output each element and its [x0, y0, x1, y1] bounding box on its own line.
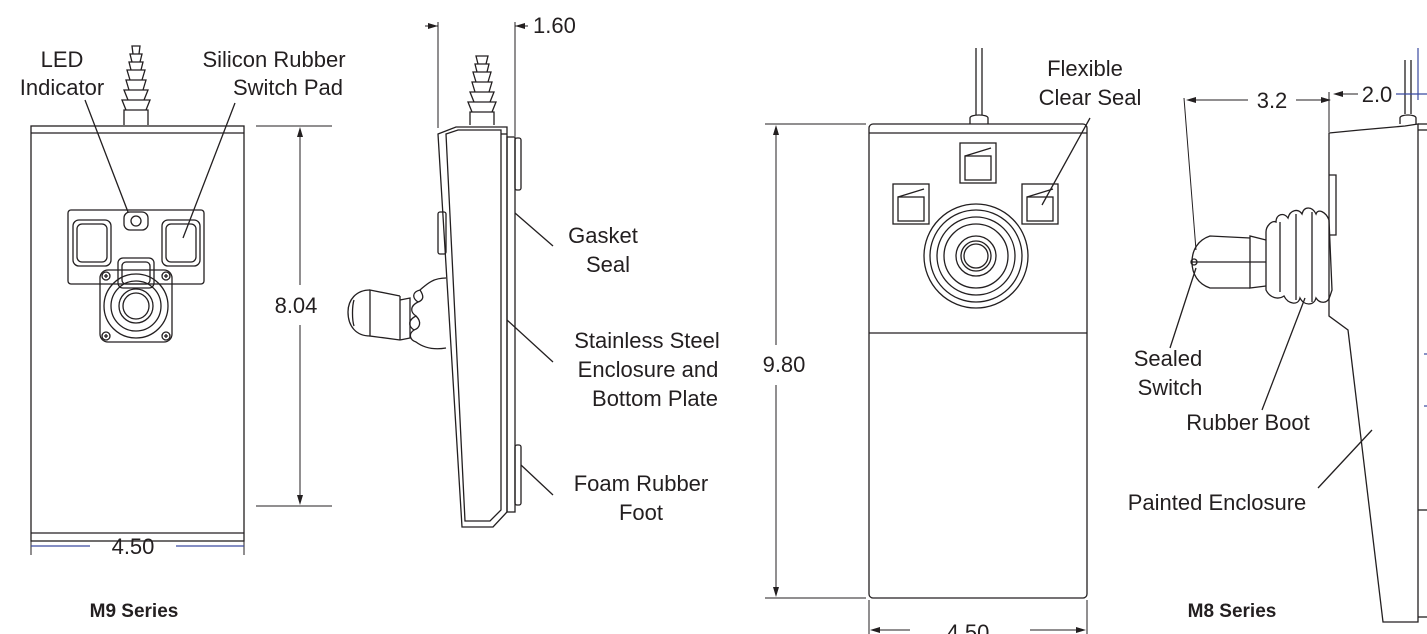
m9-enclosure-leader	[506, 319, 554, 363]
m8-switch-label-line2: Switch	[1138, 375, 1203, 400]
m9-side-view	[347, 22, 554, 528]
m8-depth-value: 2.0	[1362, 82, 1393, 107]
m9-led-label-line1: LED	[41, 47, 84, 72]
m9-depth-dimension	[425, 22, 528, 136]
m8-boot-label: Rubber Boot	[1186, 410, 1310, 435]
m9-joystick-mount	[99, 269, 173, 343]
m9-enclosure-label-line1: Stainless Steel	[574, 328, 720, 353]
m9-gasket-seal	[506, 136, 516, 513]
m9-gasket-leader	[514, 212, 554, 247]
m8-joystick-rings	[923, 203, 1029, 309]
m9-foot-label-line1: Foam Rubber	[574, 471, 709, 496]
m9-enclosure-outline	[30, 125, 245, 542]
m8-height-value: 9.80	[763, 352, 806, 377]
m8-switch-label-line1: Sealed	[1134, 346, 1203, 371]
m9-pad-label-line2: Switch Pad	[233, 75, 343, 100]
m8-seal-label-line1: Flexible	[1047, 56, 1123, 81]
m9-width-dimension	[30, 534, 245, 555]
m8-width-value: 4.50	[947, 620, 990, 634]
m9-front-view	[30, 45, 332, 555]
m9-foot-label-line2: Foot	[619, 500, 663, 525]
m8-series-label: M8 Series	[1188, 601, 1277, 622]
m9-pad-label-line1: Silicon Rubber	[202, 47, 345, 72]
m8-front-view	[765, 48, 1091, 634]
m8-seal-leader	[1041, 117, 1091, 206]
m8-width-dimension	[868, 600, 1088, 634]
m9-led-indicator	[123, 211, 149, 231]
m9-gasket-label-line1: Gasket	[568, 223, 638, 248]
m9-led-label-line2: Indicator	[20, 75, 104, 100]
m9-enclosure-label-line2: Enclosure and	[578, 357, 719, 382]
m8-height-dimension	[765, 123, 866, 599]
m9-led-leader	[84, 99, 129, 213]
m9-side-joystick	[347, 277, 447, 350]
m9-foam-foot	[514, 444, 522, 506]
m8-stick-dimension	[1183, 92, 1331, 251]
m8-switches	[892, 142, 1059, 225]
m9-foot-leader	[520, 464, 554, 496]
m8-enclosure-label: Painted Enclosure	[1128, 490, 1307, 515]
m8-seal-label-line2: Clear Seal	[1039, 85, 1142, 110]
m9-enclosure-label-line3: Bottom Plate	[592, 386, 718, 411]
m9-switch-pad	[67, 209, 205, 285]
m8-switch-leader	[1169, 267, 1197, 349]
m8-boot-leader	[1261, 297, 1306, 411]
m9-width-value: 4.50	[112, 534, 155, 559]
m9-height-value: 8.04	[275, 293, 318, 318]
m9-side-cable	[467, 55, 497, 125]
m8-side-boot	[1265, 207, 1333, 305]
m8-side-enclosure	[1328, 123, 1419, 623]
m8-enclosure-leader	[1317, 429, 1373, 489]
m8-side-stick	[1190, 235, 1267, 289]
m9-height-dimension	[256, 125, 332, 507]
m9-gasket-label-line2: Seal	[586, 252, 630, 277]
m9-series-label: M9 Series	[90, 601, 179, 622]
m8-stick-value: 3.2	[1257, 88, 1288, 113]
m8-side-view	[1169, 48, 1427, 623]
m8-depth-dimension	[1333, 48, 1427, 100]
m9-depth-value: 1.60	[533, 13, 576, 38]
m8-enclosure-outline	[868, 123, 1088, 599]
m9-front-cable	[121, 45, 151, 125]
m9-pad-leader	[182, 102, 236, 239]
